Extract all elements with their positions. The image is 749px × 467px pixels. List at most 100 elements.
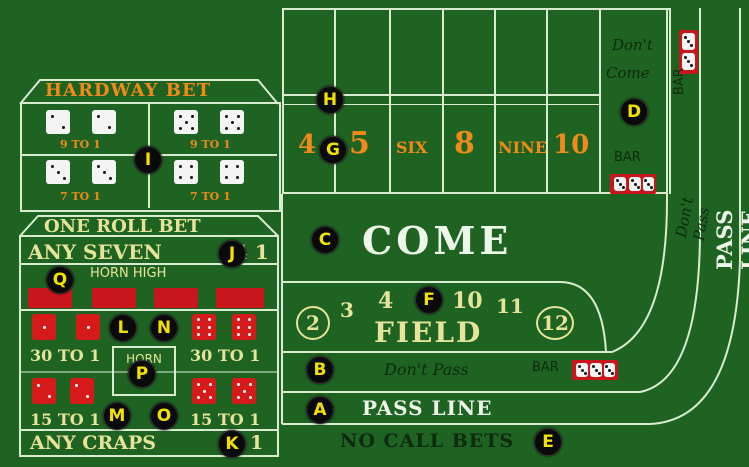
die-pip [243, 390, 246, 393]
die-pip [592, 365, 595, 368]
marker-Q[interactable]: Q [46, 266, 74, 294]
die-pip [208, 333, 211, 336]
field-12: 12 [541, 311, 569, 335]
die-pip [690, 44, 693, 47]
die-pip [87, 326, 90, 329]
die-pip [249, 396, 252, 399]
die-pip [208, 326, 211, 329]
die-pip [248, 333, 251, 336]
die-pip [690, 64, 693, 67]
pass-line-label[interactable]: PASS LINE [362, 396, 492, 420]
marker-D[interactable]: D [620, 98, 648, 126]
ace-deuce-die-icon[interactable] [32, 378, 56, 404]
marker-G[interactable]: G [319, 136, 347, 164]
no-call-bets-label: NO CALL BETS [340, 430, 514, 452]
marker-F[interactable]: F [415, 286, 443, 314]
boxcars-die-icon[interactable] [192, 314, 216, 340]
die-pip [197, 318, 200, 321]
horn-11-dice-icon[interactable] [216, 288, 264, 308]
yo-die-icon[interactable] [232, 378, 256, 404]
field-circle-2[interactable]: 2 [296, 306, 330, 340]
die-pip [598, 372, 601, 375]
die-pip [197, 396, 200, 399]
die-icon [576, 363, 588, 377]
die-pip [208, 318, 211, 321]
marker-K[interactable]: K [218, 430, 246, 458]
marker-I[interactable]: I [134, 146, 162, 174]
odds-15-left: 15 TO 1 [30, 410, 100, 429]
field-circle-12[interactable]: 12 [536, 306, 574, 340]
marker-H[interactable]: H [316, 86, 344, 114]
dont-pass-bar-label: BAR [532, 360, 559, 375]
die-pip [197, 326, 200, 329]
die-pip [248, 326, 251, 329]
marker-A[interactable]: A [306, 396, 334, 424]
die-icon [604, 363, 615, 377]
field-3[interactable]: 3 [340, 298, 354, 322]
die-pip [595, 369, 598, 372]
boxcars-die-icon[interactable] [232, 314, 256, 340]
marker-O[interactable]: O [150, 402, 178, 430]
die-pip [48, 395, 51, 398]
side-pass-line[interactable]: PASS LINE [712, 210, 749, 270]
die-pip [197, 333, 200, 336]
horn-3-dice-icon[interactable] [92, 288, 136, 308]
odds-15-right: 15 TO 1 [190, 410, 260, 429]
die-pip [687, 40, 690, 43]
die-pip [203, 390, 206, 393]
yo-die-icon[interactable] [192, 378, 216, 404]
die-pip [248, 318, 251, 321]
odds-30-left: 30 TO 1 [30, 346, 100, 365]
horn-high-label[interactable]: HORN HIGH [90, 266, 166, 281]
die-pip [237, 383, 240, 386]
field-11[interactable]: 11 [496, 294, 524, 318]
die-pip [197, 383, 200, 386]
die-pip [249, 383, 252, 386]
die-pip [43, 326, 46, 329]
field-4[interactable]: 4 [378, 288, 393, 314]
marker-N[interactable]: N [150, 314, 178, 342]
come-label[interactable]: COME [362, 218, 512, 263]
snake-eyes-die-icon[interactable] [32, 314, 56, 340]
die-pip [608, 369, 611, 372]
odds-30-right: 30 TO 1 [190, 346, 260, 365]
die-pip [37, 384, 40, 387]
die-pip [584, 372, 587, 375]
die-pip [209, 396, 212, 399]
dont-pass-label[interactable]: Don't Pass [384, 360, 469, 379]
marker-M[interactable]: M [103, 402, 131, 430]
marker-L[interactable]: L [109, 314, 137, 342]
any-seven-label[interactable]: ANY SEVEN [28, 240, 162, 264]
any-craps-label[interactable]: ANY CRAPS [30, 432, 156, 454]
die-pip [237, 318, 240, 321]
field-2: 2 [306, 311, 320, 335]
any-craps-payout: 1 [250, 432, 263, 454]
die-pip [75, 384, 78, 387]
marker-P[interactable]: P [128, 360, 156, 388]
die-pip [684, 56, 687, 59]
side-bar-label: BAR [672, 68, 687, 95]
die-pip [209, 383, 212, 386]
marker-C[interactable]: C [311, 226, 339, 254]
marker-E[interactable]: E [534, 428, 562, 456]
horn-12-dice-icon[interactable] [154, 288, 198, 308]
die-pip [237, 396, 240, 399]
die-pip [237, 333, 240, 336]
die-pip [86, 395, 89, 398]
die-pip [578, 365, 581, 368]
die-pip [581, 369, 584, 372]
field-label[interactable]: FIELD [374, 316, 482, 349]
die-pip [687, 60, 690, 63]
marker-J[interactable]: J [218, 240, 246, 268]
one-roll-title: ONE ROLL BET [44, 216, 201, 237]
ace-deuce-die-icon[interactable] [70, 378, 94, 404]
marker-B[interactable]: B [306, 356, 334, 384]
snake-eyes-die-icon[interactable] [76, 314, 100, 340]
die-pip [611, 372, 614, 375]
die-icon [590, 363, 602, 377]
field-10[interactable]: 10 [452, 288, 483, 314]
die-pip [684, 36, 687, 39]
die-pip [237, 326, 240, 329]
die-pip [605, 365, 608, 368]
